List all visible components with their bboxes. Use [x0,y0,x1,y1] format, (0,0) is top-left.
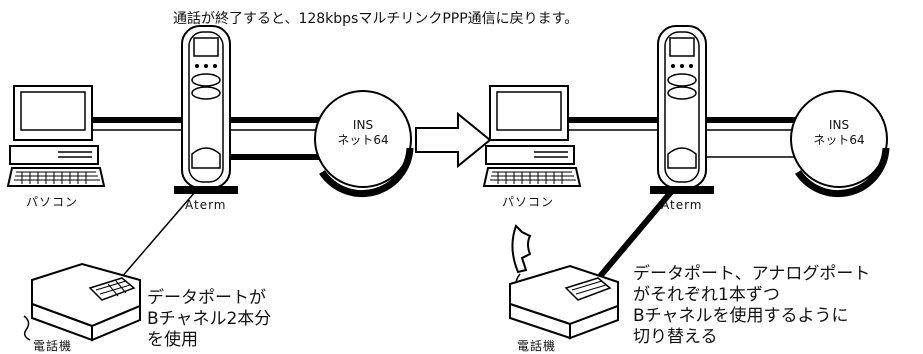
right-router-icon [649,25,715,195]
transition-arrow [415,111,492,169]
left-network-label: INS ネット64 [337,118,389,147]
left-pc-icon [7,85,105,187]
right-router-label: Aterm [661,198,703,212]
right-description: データポート、アナログポート がそれぞれ1本ずつ Bチャネルを使用するように 切… [633,264,871,347]
left-router-label: Aterm [185,198,227,212]
right-phone-label: 電話機 [517,339,557,353]
left-phone-label: 電話機 [33,339,73,353]
right-pc-icon [483,85,581,187]
right-network-cloud [790,90,890,198]
left-phone-icon [23,263,141,341]
left-pc-label: パソコン [26,195,79,209]
right-network-label: INS ネット64 [813,118,865,147]
right-phone-icon [509,265,619,339]
right-pc-label: パソコン [502,195,555,209]
left-description: データポートが Bチャネル2本分 を使用 [147,288,272,350]
caption: 通話が終了すると、128kbpsマルチリンクPPP通信に戻ります。 [173,11,579,27]
left-router-icon [173,25,239,195]
left-network-cloud [314,90,414,198]
